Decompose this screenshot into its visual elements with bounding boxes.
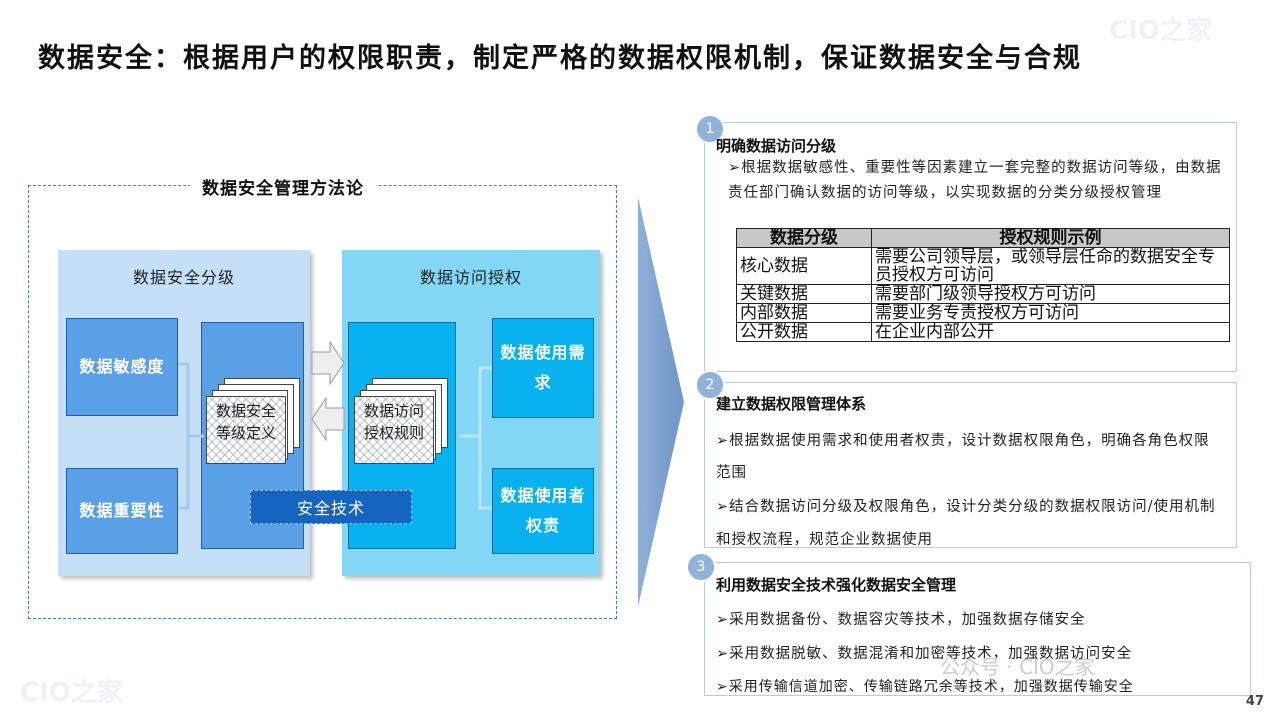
table-cell: 需要部门级领导授权方可访问 [871, 284, 1230, 304]
table-row: 公开数据 在企业内部公开 [736, 322, 1230, 342]
card-3-bullet-1: ➢采用数据备份、数据容灾等技术，加强数据存储安全 [716, 612, 1086, 628]
right-connector-icon [460, 366, 492, 510]
table-cell: 内部数据 [736, 303, 872, 323]
card-2-bullet-1: ➢根据数据使用需求和使用者权责，设计数据权限角色，明确各角色权限范围 [716, 433, 1210, 481]
table-cell: 关键数据 [736, 284, 872, 304]
table-cell: 公开数据 [736, 322, 872, 342]
table-header: 数据分级 [736, 228, 872, 248]
table-cell: 在企业内部公开 [871, 322, 1230, 342]
table-header-row: 数据分级 授权规则示例 [736, 228, 1230, 248]
card-2-bullet-2: ➢结合数据访问分级及权限角色，设计分类分级的数据权限访问/使用机制和授权流程，规… [716, 499, 1216, 548]
user-responsibility-box: 数据使用者权责 [492, 468, 594, 554]
arrow-left-icon [311, 396, 345, 442]
card-permission-system [704, 382, 1237, 548]
card-security-tech [704, 562, 1251, 696]
step-badge-1: 1 [695, 114, 725, 144]
arrow-right-icon [311, 340, 345, 386]
authorization-title: 数据访问授权 [419, 268, 522, 287]
table-cell: 需要业务专责授权方可访问 [871, 303, 1230, 323]
chevron-right-icon [638, 197, 684, 607]
table-row: 内部数据 需要业务专责授权方可访问 [736, 303, 1230, 323]
table-header: 授权规则示例 [871, 228, 1230, 248]
methodology-title: 数据安全管理方法论 [190, 174, 376, 199]
page-title: 数据安全：根据用户的权限职责，制定严格的数据权限机制，保证数据安全与合规 [38, 43, 1082, 74]
card-1-title: 明确数据访问分级 [716, 137, 837, 155]
watermark-logo: CIO之家 [20, 678, 123, 708]
page-number: 47 [1245, 694, 1264, 709]
sensitivity-box: 数据敏感度 [66, 318, 178, 416]
card-3-title: 利用数据安全技术强化数据安全管理 [716, 576, 957, 594]
table-cell: 需要公司领导层，或领导层任命的数据安全专员授权方可访问 [871, 247, 1230, 285]
left-connector-icon [178, 362, 204, 510]
access-rule-doc: 数据访问授权规则 [354, 396, 434, 464]
step-badge-3: 3 [686, 552, 716, 582]
classification-title: 数据安全分级 [132, 268, 235, 287]
table-cell: 核心数据 [736, 247, 872, 285]
usage-demand-box: 数据使用需求 [492, 318, 594, 418]
card-1-bullet: ➢根据数据敏感性、重要性等因素建立一套完整的数据访问等级，由数据责任部门确认数据… [728, 160, 1222, 201]
wechat-watermark: 公众号 · CIO之家 [940, 655, 1095, 679]
access-rules-table: 数据分级 授权规则示例 核心数据 需要公司领导层，或领导层任命的数据安全专员授权… [736, 228, 1230, 342]
importance-box: 数据重要性 [66, 468, 178, 554]
security-level-doc: 数据安全等级定义 [206, 396, 286, 464]
table-row: 关键数据 需要部门级领导授权方可访问 [736, 284, 1230, 304]
card-2-title: 建立数据权限管理体系 [716, 395, 867, 413]
card-3-bullet-2: ➢采用数据脱敏、数据混淆和加密等技术，加强数据访问安全 [716, 646, 1133, 662]
step-badge-2: 2 [695, 370, 725, 400]
card-3-bullet-3: ➢采用传输信道加密、传输链路冗余等技术，加强数据传输安全 [716, 679, 1134, 695]
security-tech-bar: 安全技术 [250, 490, 412, 524]
table-row: 核心数据 需要公司领导层，或领导层任命的数据安全专员授权方可访问 [736, 247, 1230, 285]
watermark-logo: CIO之家 [1109, 16, 1212, 46]
